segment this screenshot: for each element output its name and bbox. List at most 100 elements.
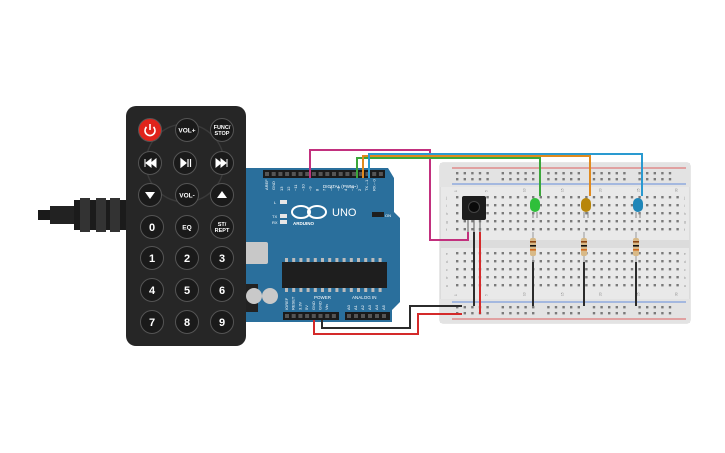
rail-hole (478, 178, 482, 181)
next-button[interactable] (210, 151, 234, 175)
breadboard-hole (638, 276, 641, 279)
breadboard-hole (585, 196, 588, 199)
led-body (581, 198, 591, 212)
rail-hole (661, 172, 664, 175)
vol-down-button[interactable]: VOL- (175, 183, 199, 207)
vol-up-button[interactable]: VOL+ (175, 118, 199, 142)
breadboard-hole (501, 276, 504, 279)
breadboard-hole (623, 204, 626, 207)
breadboard-hole (668, 212, 672, 215)
up-button[interactable] (210, 183, 234, 207)
rail-hole (608, 312, 611, 315)
rail-hole (516, 306, 520, 309)
breadboard-hole (554, 260, 558, 263)
breadboard-hole (486, 228, 489, 231)
rail-hole (562, 312, 565, 315)
l-label: L (274, 200, 277, 205)
row-letter: h (684, 212, 686, 216)
analog-pin-label: A2 (360, 304, 365, 310)
rail-hole (532, 178, 535, 181)
power-label: POWER (314, 295, 332, 300)
breadboard-hole (661, 276, 664, 279)
breadboard-hole (668, 260, 672, 263)
breadboard-hole (539, 196, 542, 199)
rail-hole (478, 172, 482, 175)
play-pause-button[interactable] (173, 151, 197, 175)
st-rept-button[interactable]: ST/REPT (210, 215, 234, 239)
rail-hole (646, 178, 649, 181)
rail-hole (463, 306, 466, 309)
breadboard-hole (494, 268, 497, 271)
power-button[interactable] (138, 118, 162, 142)
breadboard-hole (623, 268, 626, 271)
row-letter: j (683, 196, 685, 200)
rail-hole (501, 172, 504, 175)
column-number: 30 (674, 292, 678, 296)
breadboard-hole (486, 260, 489, 263)
analog-label: ANALOG IN (352, 295, 377, 300)
breadboard-hole (509, 268, 512, 271)
column-number: 10 (522, 292, 526, 296)
rail-hole (547, 312, 550, 315)
btn-2-button[interactable]: 2 (175, 246, 199, 270)
breadboard-hole (471, 252, 474, 255)
breadboard-hole (524, 276, 527, 279)
breadboard-hole (653, 252, 656, 255)
breadboard-hole (668, 284, 672, 287)
power-pin-label: 5V (304, 305, 309, 310)
digital-pin-label: ~3 (350, 186, 355, 191)
header-pin (318, 172, 323, 176)
rail-hole (463, 178, 466, 181)
breadboard-hole (532, 220, 535, 223)
power-icon (144, 124, 156, 137)
breadboard-hole (638, 228, 641, 231)
breadboard-hole (547, 268, 550, 271)
breadboard-hole (570, 284, 573, 287)
breadboard-hole (661, 268, 664, 271)
btn-5-button[interactable]: 5 (175, 278, 199, 302)
header-pin (318, 314, 323, 318)
btn-4-button[interactable]: 4 (140, 278, 164, 302)
breadboard-hole (562, 252, 565, 255)
breadboard-hole (539, 204, 542, 207)
btn-0-button[interactable]: 0 (140, 215, 164, 239)
breadboard-hole (676, 228, 679, 231)
btn-8-button[interactable]: 8 (175, 310, 199, 334)
chip-pin (313, 258, 317, 262)
atmega-chip (282, 262, 387, 288)
column-number: 1 (454, 294, 458, 296)
breadboard-hole (600, 220, 603, 223)
rail-hole (653, 172, 656, 175)
btn-3-button[interactable]: 3 (210, 246, 234, 270)
digital-pin-label: 7 (322, 188, 327, 191)
arduino-uno-board: UNO ARDUINO DIGITAL (PWM~) POWER ANALOG … (228, 168, 400, 322)
rail-hole (600, 172, 603, 175)
breadboard-hole (661, 284, 664, 287)
func-stop-button[interactable]: FUNC/STOP (210, 118, 234, 142)
breadboard-hole (562, 212, 565, 215)
breadboard-hole (554, 204, 558, 207)
eq-button[interactable]: EQ (175, 215, 199, 239)
breadboard-hole (577, 276, 580, 279)
btn-1-button[interactable]: 1 (140, 246, 164, 270)
rail-hole (471, 178, 474, 181)
btn-7-button[interactable]: 7 (140, 310, 164, 334)
breadboard-hole (539, 260, 542, 263)
prev-button[interactable] (138, 151, 162, 175)
btn-2-label: 2 (184, 253, 190, 265)
breadboard-hole (653, 196, 656, 199)
column-number: 1 (454, 190, 458, 192)
breadboard-hole (608, 268, 611, 271)
header-pin (325, 314, 330, 318)
breadboard-hole (615, 228, 618, 231)
resistor (581, 232, 587, 262)
digital-pin-label: ~9 (307, 186, 312, 191)
rail-hole (516, 178, 520, 181)
rail-hole (653, 306, 656, 309)
btn-9-button[interactable]: 9 (210, 310, 234, 334)
btn-6-button[interactable]: 6 (210, 278, 234, 302)
breadboard-hole (509, 252, 512, 255)
column-number: 10 (522, 188, 526, 192)
down-button[interactable] (138, 183, 162, 207)
breadboard-hole (516, 196, 520, 199)
